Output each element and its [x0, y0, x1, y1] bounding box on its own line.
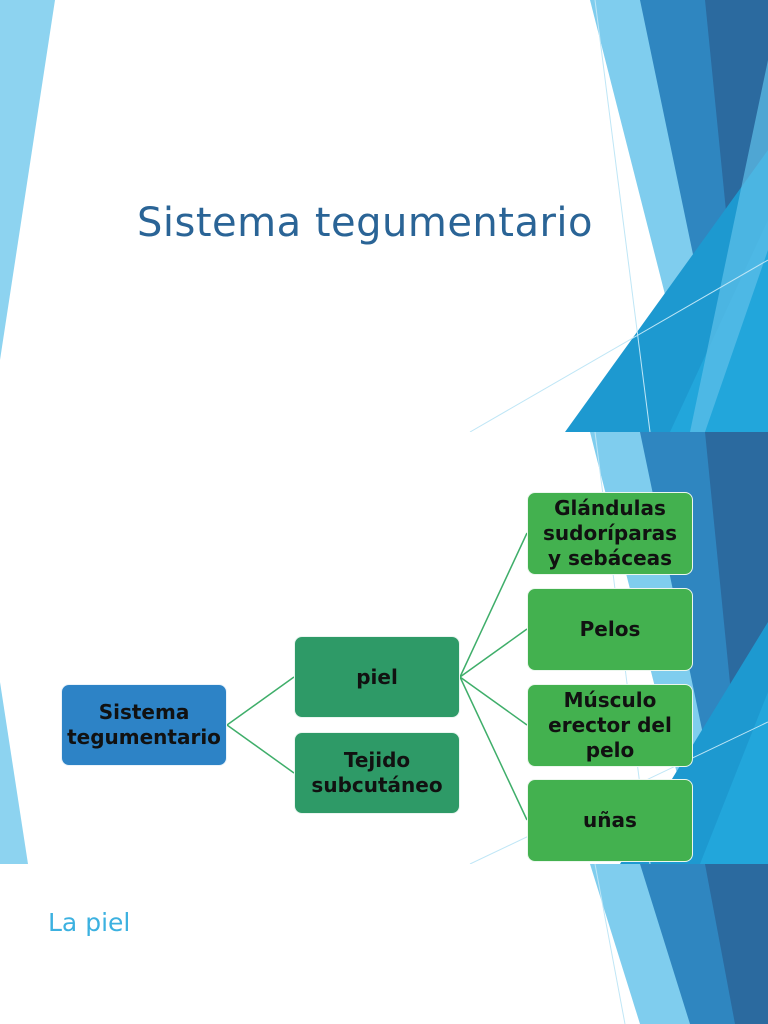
node-sistema-tegumentario: Sistema tegumentario	[61, 684, 227, 766]
node-tejido-subcutaneo: Tejido subcutáneo	[294, 732, 460, 814]
connector-piel-musculo	[459, 676, 528, 726]
node-glandulas: Glándulas sudoríparas y sebáceas	[527, 492, 693, 575]
connector-piel-pelos	[459, 628, 528, 678]
slide-title: Sistema tegumentario	[0, 0, 768, 432]
node-pelos: Pelos	[527, 588, 693, 671]
connector-root-piel	[226, 676, 295, 726]
slide-decoration	[0, 0, 768, 432]
connector-root-tejido	[226, 724, 295, 774]
node-unas: uñas	[527, 779, 693, 862]
node-musculo-erector: Músculo erector del pelo	[527, 684, 693, 767]
connector-piel-glandulas	[459, 532, 528, 678]
section-title: La piel	[48, 908, 131, 937]
connector-piel-unas	[459, 676, 528, 821]
slide-title-text: Sistema tegumentario	[136, 200, 593, 246]
slide-diagram: Sistema tegumentario piel Tejido subcutá…	[0, 432, 768, 864]
slide-section: La piel	[0, 864, 768, 1024]
node-piel: piel	[294, 636, 460, 718]
slide-decoration	[590, 864, 768, 1024]
diagram-connectors	[226, 532, 528, 821]
